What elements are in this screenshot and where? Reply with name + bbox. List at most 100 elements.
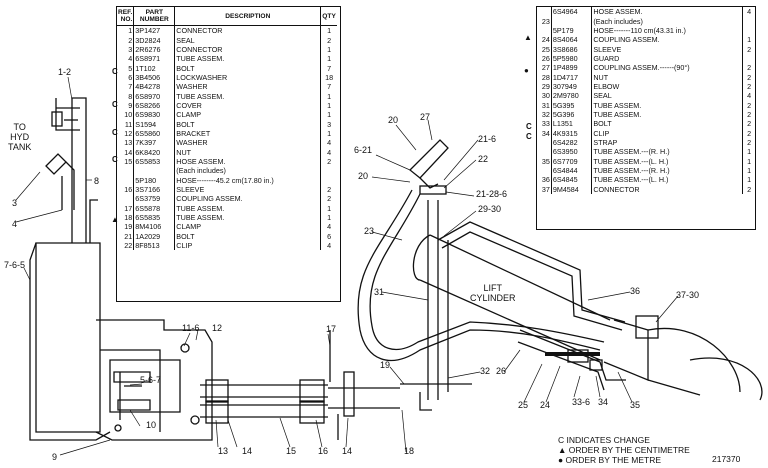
cell-qty: 1	[327, 213, 332, 223]
cell-desc: CONNECTOR	[591, 184, 744, 194]
cell-ref: 1	[117, 25, 135, 36]
callout-23: 23	[364, 226, 375, 236]
callout-37-30: 37-30	[676, 290, 700, 300]
callout-14-right: 14	[342, 446, 353, 456]
callout-29-30: 29-30	[478, 204, 502, 214]
cell-desc: NUT	[174, 147, 322, 157]
cell-part: 6K8420	[133, 147, 176, 157]
cell-qty: 1	[747, 147, 752, 157]
cell-desc: TUBE ASSEM.---(L. H.)	[591, 156, 744, 166]
cell-ref: 26	[537, 53, 552, 64]
cell-part: 6S7709	[551, 156, 593, 166]
cell-part: 6S4282	[551, 137, 593, 148]
callout-35: 35	[630, 400, 641, 410]
cell-part: S1594	[133, 119, 176, 129]
cell-qty: 1	[327, 54, 332, 64]
cell-part: 6S5835	[133, 212, 176, 223]
cell-desc: CLIP	[174, 240, 322, 251]
callout-14-left: 14	[242, 446, 253, 456]
figure-number: 217370	[712, 454, 741, 464]
cell-qty: 2	[747, 128, 752, 138]
cell-part: 3D2824	[133, 35, 176, 45]
cell-ref: 19	[117, 222, 135, 232]
cell-ref	[117, 194, 135, 204]
cell-ref: 2	[117, 35, 135, 45]
cell-part: L1351	[551, 119, 593, 129]
callout-20-top: 20	[388, 115, 399, 125]
callout-13: 13	[218, 446, 229, 456]
callout-33-6: 33-6	[572, 397, 591, 407]
legend: C INDICATES CHANGE ▲ ORDER BY THE CENTIM…	[558, 435, 690, 465]
table-row: (Each includes)	[117, 166, 337, 176]
centimetre-mark: ▲	[111, 215, 119, 224]
cell-qty: 4	[327, 138, 332, 148]
cell-desc: COUPLING ASSEM.	[174, 194, 322, 204]
cell-ref: 15	[117, 156, 135, 167]
change-mark: C	[112, 100, 118, 109]
callout-21-6: 21-6	[478, 134, 497, 144]
cell-desc: HOSE--------45.2 cm(17.80 in.)	[174, 175, 322, 185]
cell-desc: ELBOW	[591, 81, 744, 92]
lift-cylinder-label: LIFT CYLINDER	[470, 283, 516, 303]
cell-part: 5P179	[551, 25, 593, 36]
cell-ref: 35	[537, 156, 552, 166]
cell-ref: 16	[117, 184, 135, 195]
cell-ref	[117, 175, 135, 185]
cell-desc: TUBE ASSEM.	[174, 203, 322, 213]
cell-part: 6S8971	[133, 54, 176, 64]
cell-desc: (Each includes)	[174, 166, 322, 176]
cell-desc: BOLT	[174, 231, 322, 241]
cell-qty	[743, 16, 755, 25]
callout-36: 36	[630, 286, 641, 296]
cell-part: 5G395	[551, 100, 593, 110]
cell-qty	[743, 54, 755, 63]
cell-part: 6S3950	[551, 147, 593, 157]
cell-qty: 1	[747, 166, 752, 176]
cell-desc: TUBE ASSEM.	[591, 109, 744, 120]
cell-part: 3S8686	[551, 44, 593, 54]
callout-32: 32	[480, 366, 491, 376]
cell-qty	[321, 166, 337, 175]
cell-ref: 36	[537, 175, 552, 185]
callout-9: 9	[52, 452, 58, 462]
cell-desc: TUBE ASSEM.---(R. H.)	[591, 165, 744, 176]
cell-desc: CONNECTOR	[174, 44, 322, 55]
callout-7-6-5: 7-6-5	[4, 260, 26, 270]
cell-qty: 2	[327, 194, 332, 204]
change-mark: C	[112, 67, 118, 76]
cell-desc: CLIP	[591, 128, 744, 138]
cell-part: 5G396	[551, 109, 593, 120]
cell-part: 1D4717	[551, 72, 593, 82]
callout-22: 22	[478, 154, 489, 164]
cell-part: 4B4278	[133, 82, 176, 92]
cell-qty: 18	[325, 72, 334, 82]
cell-qty: 2	[747, 63, 752, 73]
cell-qty: 1	[327, 100, 332, 110]
cell-ref: 3	[117, 44, 135, 55]
cell-part: 6S8970	[133, 91, 176, 101]
cell-desc: STRAP	[591, 137, 744, 148]
cell-ref	[537, 25, 552, 36]
cell-desc: SEAL	[591, 91, 744, 101]
cell-desc: CONNECTOR	[174, 25, 322, 36]
cell-part: 2M9780	[551, 91, 593, 101]
cell-part: 3S7166	[133, 184, 176, 195]
